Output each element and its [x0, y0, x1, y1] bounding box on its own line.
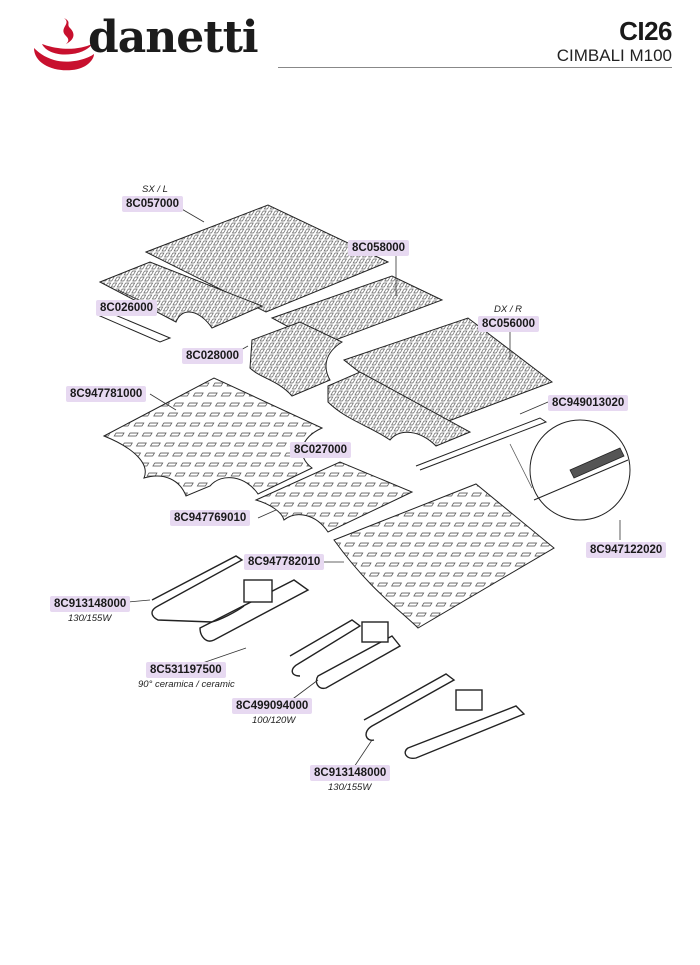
drip-tray-right	[327, 371, 472, 447]
header-divider	[278, 67, 672, 68]
gasket-strip	[415, 417, 548, 471]
part-label-p5[interactable]: 8C028000	[182, 348, 244, 364]
part-note-p12: 130/155W	[68, 613, 112, 624]
part-label-p8[interactable]: 8C027000	[290, 442, 352, 458]
part-label-p14[interactable]: 8C499094000	[232, 698, 313, 714]
part-label-p12[interactable]: 8C913148000	[50, 596, 131, 612]
part-label-p13[interactable]: 8C531197500	[146, 662, 226, 678]
base-tray-right	[333, 483, 555, 629]
brand-logo	[28, 14, 268, 74]
part-label-p10[interactable]: 8C947782010	[244, 554, 325, 570]
drip-tray-middle	[249, 321, 344, 397]
part-label-p9[interactable]: 8C947769010	[170, 510, 251, 526]
part-note-p3: DX / R	[494, 304, 522, 315]
part-label-p3[interactable]: 8C056000	[478, 316, 540, 332]
machine-model: CIMBALI M100	[556, 46, 672, 65]
part-label-p11[interactable]: 8C947122020	[586, 542, 667, 558]
part-label-p4[interactable]: 8C026000	[96, 300, 158, 316]
part-note-p13: 90° ceramica / ceramic	[138, 679, 235, 690]
part-note-p15: 130/155W	[328, 782, 372, 793]
heater-element-1	[151, 555, 310, 642]
heater-element-2	[289, 619, 402, 690]
part-label-p1[interactable]: 8C057000	[122, 196, 184, 212]
part-note-p14: 100/120W	[252, 715, 296, 726]
heater-element-3	[363, 673, 526, 760]
part-label-p7[interactable]: 8C949013020	[548, 395, 629, 411]
danetti-cup-icon	[34, 18, 94, 71]
part-label-p2[interactable]: 8C058000	[348, 240, 410, 256]
brand-name: danetti	[88, 12, 259, 63]
part-note-p1: SX / L	[142, 184, 168, 195]
base-tray-middle	[254, 461, 414, 533]
part-label-p15[interactable]: 8C913148000	[310, 765, 391, 781]
part-label-p6[interactable]: 8C947781000	[66, 386, 147, 402]
diagram-code: CI26	[619, 16, 672, 46]
detail-magnifier	[509, 419, 631, 521]
